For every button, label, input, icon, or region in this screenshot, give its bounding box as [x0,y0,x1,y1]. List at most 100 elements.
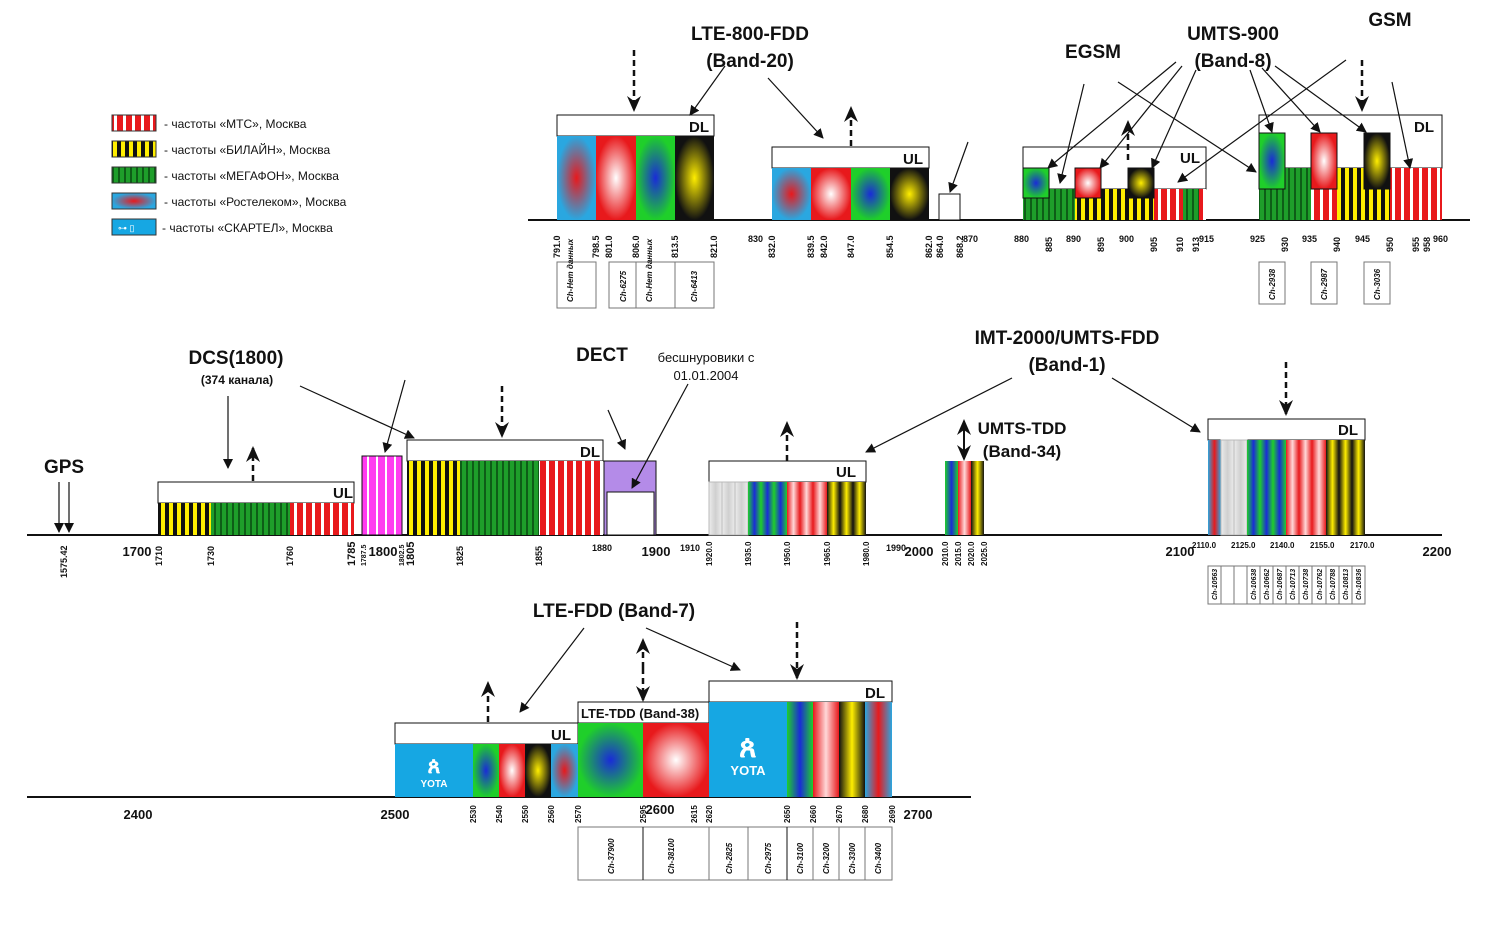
row2-major-tick: 1700 [123,544,152,559]
imt-ul-neutral [721,481,736,536]
legend: - частоты «МТС», Москва - частоты «БИЛАЙ… [111,114,347,236]
lte800-ul-megafon [851,168,890,220]
imt-channel-label: Ch-10563 [1212,569,1219,600]
row2-tick: 2015.0 [954,541,963,566]
row2-tick: 1760 [285,546,295,566]
lte7-dl-label: DL [865,685,885,702]
row2-major-tick: 2000 [905,544,934,559]
umts-tdd-title-band: (Band-34) [983,442,1061,461]
umts900-ul-mts [1074,167,1102,199]
row2-major-tick: 1800 [369,544,398,559]
lte800-dl-megafon [636,136,675,220]
row3-tick: 2570 [574,805,583,823]
lte7-dl-rostelecom [865,702,892,797]
imt-dl-beeline [1339,440,1352,535]
dect-title: DECT [576,345,628,366]
umts900-title: UMTS-900 [1187,24,1279,45]
dcs-ul-mts [290,503,354,535]
lte800-dl-label: DL [689,119,709,136]
row1-tick: 854.5 [885,235,895,258]
row2-major-tick: 2100 [1166,544,1195,559]
row1-tick: 950 [1385,237,1395,252]
row1-tick: 925 [1250,234,1265,244]
dect-note: бесшнуровики с [658,350,755,365]
dcs-pointer [382,379,406,453]
dcs-ul-header [157,481,355,504]
row3-tick: 2690 [888,805,897,823]
row1-tick: 910 [1175,237,1185,252]
lte800-pointer [689,65,726,116]
dcs-ul-megafon [211,503,290,535]
lte800-dl-beeline [675,136,714,220]
umts-tdd-megafon [945,461,958,535]
egsm-pointer [1057,83,1085,184]
row3-tick: 2650 [783,805,792,823]
row1-tick: 958 [1422,237,1432,252]
row2-tick: 1980.0 [862,541,871,566]
row3-channel-label: Ch-3100 [796,842,805,874]
gps-title: GPS [44,457,84,478]
row3-major-tick: 2400 [124,807,153,822]
legend-label-rostelecom: - частоты «Ростелеком», Москва [164,195,347,209]
imt-dl-rostelecom [1208,440,1221,535]
imt-ul-mts [800,482,813,535]
lte7-dl-yota [709,702,787,797]
row1-tick: 870 [963,234,978,244]
row1-tick: 798.5 [591,235,601,258]
imt-channel-label: Ch-10762 [1317,569,1324,600]
imt-dl-megafon [1260,440,1273,535]
row1-tick: 940 [1332,237,1342,252]
dcs-dl-header [406,439,604,462]
lte800-ul-rostelecom [772,168,811,220]
dect-pointer [607,409,626,450]
gsm-dl-mts-stripe2 [1390,168,1442,220]
egsm-ul-label: UL [1180,150,1200,167]
row1-tick: 864.0 [935,235,945,258]
imt-dl-mts [1286,440,1299,535]
row1-tick: 842.0 [819,235,829,258]
row3-tick: 2550 [521,805,530,823]
imt-pointer [865,377,1013,453]
row1-tick: 890 [1066,234,1081,244]
row3-tick: 2680 [861,805,870,823]
row2-tick: 1910 [680,543,700,553]
lte-tdd-label: LTE-TDD (Band-38) [581,706,699,721]
egsm-ul-header [1022,146,1207,190]
row1-tick: 830 [748,234,763,244]
row2-tick: 1785 [346,542,358,566]
row1-channel-label: Ch-6275 [619,270,628,302]
legend-label-megafon: - частоты «МЕГАФОН», Москва [164,169,339,183]
imt-channel-label: Ch-10836 [1356,569,1363,600]
yota-logo-icon: ጰ [739,731,757,764]
dcs-ul-beeline [158,503,211,535]
legend-swatch-mts [111,114,157,132]
umts900-pointer [1117,81,1257,173]
row1-channel-label: Ch-3036 [1373,268,1382,300]
umts900-dl-mts [1310,132,1338,190]
legend-label-yota: - частоты «СКАРТЕЛ», Москва [162,221,333,235]
row1-channel-box-2 [608,261,715,309]
row3-tick: 2560 [547,805,556,823]
band-1785-1805-block [361,455,403,536]
row1-channel-label: Ch-2938 [1268,268,1277,300]
row2-tick: 1990 [886,543,906,553]
row2-tick: 2155.0 [1310,541,1335,550]
legend-swatch-rostelecom [111,192,157,210]
gsm-pointer [1391,81,1414,169]
lte7-ul-yota [395,744,473,797]
imt-dl-neutral [1220,439,1235,536]
imt-channel-label: Ch-10738 [1303,569,1310,600]
row3-tick: 2530 [469,805,478,823]
imt-dl-label: DL [1338,422,1358,439]
imt-ul-beeline [853,482,866,535]
imt-channel-label: Ch-10638 [1251,569,1258,600]
imt-dl-beeline [1326,440,1339,535]
egsm-ul-mts-stripe [1154,189,1183,220]
row2-tick: 1710 [154,546,164,566]
umts900-pointer [1099,65,1183,169]
lte-tdd-mts [643,723,709,797]
imt-dl-megafon [1247,440,1260,535]
row2-tick: 2170.0 [1350,541,1375,550]
dect-note-date: 01.01.2004 [673,368,738,383]
